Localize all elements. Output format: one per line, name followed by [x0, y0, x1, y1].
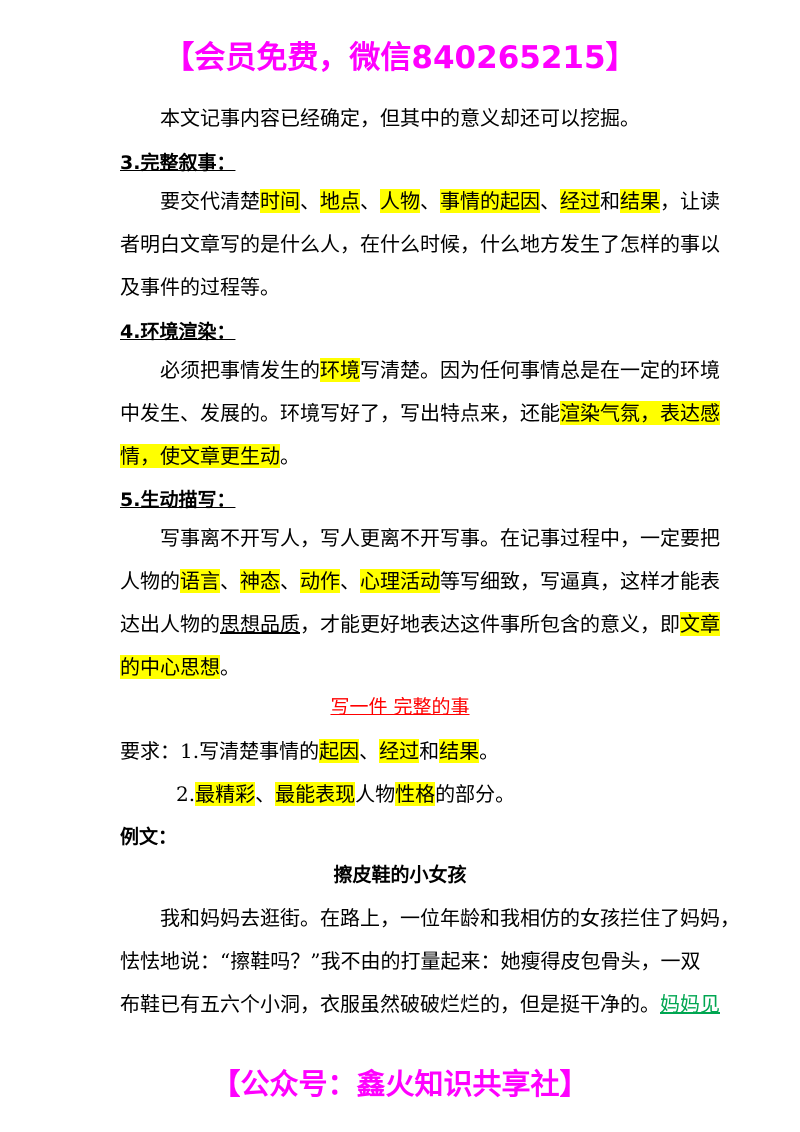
sep: 、: [359, 739, 380, 763]
example-label: 例文：: [120, 826, 178, 848]
highlight-expression: 神态: [240, 569, 280, 593]
text: 。: [220, 655, 240, 679]
highlight-cause: 起因: [319, 739, 360, 763]
paragraph-narration-line-2: 者明白文章写的是什么人，在什么时候，什么地方发生了怎样的事以: [120, 232, 720, 256]
essay-line-3: 布鞋已有五六个小洞，衣服虽然破破烂烂的，但是挺干净的。妈妈见: [120, 989, 720, 1019]
requirement-2: 2.最精彩、最能表现人物性格的部分。: [176, 779, 515, 809]
requirement-1: 要求：1.写清楚事情的起因、经过和结果。: [120, 736, 499, 766]
highlight-personality: 性格: [395, 782, 436, 806]
paragraph-narration-line-1: 要交代清楚时间、地点、人物、事情的起因、经过和结果，让读: [160, 186, 720, 216]
text: 的部分。: [435, 782, 516, 806]
highlight-result: 结果: [439, 739, 480, 763]
paragraph-description-line-3: 达出人物的思想品质，才能更好地表达这件事所包含的意义，即文章: [120, 609, 720, 639]
text: 中发生、发展的。环境写好了，写出特点来，还能: [120, 401, 560, 425]
text: 人物的: [120, 569, 180, 593]
section-title: 写一件 完整的事: [0, 692, 800, 722]
text: 2.: [176, 782, 196, 806]
sep: 、: [340, 569, 360, 593]
section-title-text: 写一件 完整的事: [330, 696, 470, 718]
sep: 和: [419, 739, 440, 763]
heading-complete-narration: 3.完整叙事：: [120, 152, 236, 174]
highlight-best-shows: 最能表现: [275, 782, 356, 806]
essay-title: 擦皮鞋的小女孩: [333, 864, 467, 886]
highlight-people: 人物: [380, 189, 420, 213]
text: 写清楚。因为任何事情总是在一定的环境: [360, 358, 720, 382]
underlined-quality: 思想品质: [220, 612, 300, 636]
text: ，让读: [660, 189, 720, 213]
sep: 、: [360, 189, 380, 213]
highlight-time: 时间: [260, 189, 300, 213]
text: 布鞋已有五六个小洞，衣服虽然破破烂烂的，但是挺干净的。: [120, 992, 660, 1016]
highlight-process: 经过: [560, 189, 600, 213]
sep: 和: [600, 189, 620, 213]
highlight-atmosphere: 渲染气氛，表达感: [560, 401, 720, 425]
sep: 、: [255, 782, 276, 806]
text: 要交代清楚: [160, 189, 260, 213]
essay-link[interactable]: 妈妈见: [660, 992, 720, 1016]
paragraph-description-line-2: 人物的语言、神态、动作、心理活动等写细致，写逼真，这样才能表: [120, 566, 720, 596]
paragraph-environment-line-2: 中发生、发展的。环境写好了，写出特点来，还能渲染气氛，表达感: [120, 398, 720, 428]
sep: 、: [300, 189, 320, 213]
paragraph-environment-line-1: 必须把事情发生的环境写清楚。因为任何事情总是在一定的环境: [160, 355, 720, 385]
bottom-banner: 【公众号：鑫火知识共享社】: [211, 1067, 589, 1101]
highlight-place: 地点: [320, 189, 360, 213]
highlight-vivid: 情，使文章更生动: [120, 444, 280, 468]
essay-line-2: 怯怯地说：“擦鞋吗？”我不由的打量起来：她瘦得皮包骨头，一双: [120, 949, 701, 973]
text: 等写细致，写逼真，这样才能表: [440, 569, 720, 593]
text: ，才能更好地表达这件事所包含的意义，即: [300, 612, 680, 636]
highlight-language: 语言: [180, 569, 220, 593]
paragraph-description-line-4: 的中心思想。: [120, 652, 240, 682]
paragraph-intro: 本文记事内容已经确定，但其中的意义却还可以挖掘。: [160, 106, 640, 130]
text: 人物: [355, 782, 396, 806]
heading-vivid-description: 5.生动描写：: [120, 489, 236, 511]
highlight-result: 结果: [620, 189, 660, 213]
paragraph-description-line-1: 写事离不开写人，写人更离不开写事。在记事过程中，一定要把: [160, 526, 720, 550]
top-banner: 【会员免费，微信840265215】: [163, 40, 637, 76]
text: 。: [280, 444, 300, 468]
requirement-label: 要求：: [120, 739, 180, 763]
text: 1.写清楚事情的: [180, 739, 320, 763]
sep: 。: [479, 739, 500, 763]
paragraph-narration-line-3: 及事件的过程等。: [120, 275, 280, 299]
highlight-central-idea: 的中心思想: [120, 655, 220, 679]
highlight-action: 动作: [300, 569, 340, 593]
sep: 、: [420, 189, 440, 213]
paragraph-environment-line-3: 情，使文章更生动。: [120, 441, 300, 471]
highlight-article: 文章: [680, 612, 720, 636]
highlight-psychology: 心理活动: [360, 569, 440, 593]
highlight-environment: 环境: [320, 358, 360, 382]
text: 必须把事情发生的: [160, 358, 320, 382]
sep: 、: [280, 569, 300, 593]
heading-environment: 4.环境渲染：: [120, 321, 236, 343]
highlight-most-exciting: 最精彩: [195, 782, 256, 806]
essay-line-1: 我和妈妈去逛街。在路上，一位年龄和我相仿的女孩拦住了妈妈，: [160, 906, 740, 930]
text: 达出人物的: [120, 612, 220, 636]
highlight-process: 经过: [379, 739, 420, 763]
sep: 、: [540, 189, 560, 213]
highlight-cause: 事情的起因: [440, 189, 540, 213]
sep: 、: [220, 569, 240, 593]
